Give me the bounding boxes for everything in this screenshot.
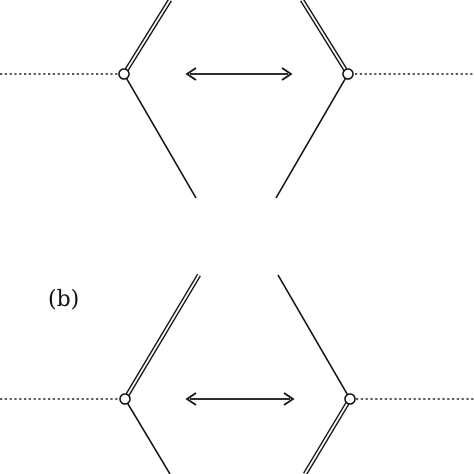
upper-right-single-line — [275, 73, 349, 199]
lower-right-double-line — [303, 397, 352, 474]
upper-double-arrow — [185, 67, 293, 81]
upper-left-double-line — [122, 0, 172, 76]
lower-right-node — [344, 393, 356, 405]
upper-right-double-line — [300, 0, 350, 76]
lower-left-double-line — [123, 273, 201, 401]
upper-right-node — [342, 68, 354, 80]
upper-left-node — [118, 68, 130, 80]
lower-panel: (b) — [0, 273, 474, 474]
lower-right-single-line — [277, 274, 351, 400]
lower-double-arrow — [185, 392, 295, 406]
upper-panel — [0, 0, 474, 199]
lower-left-single-line — [124, 398, 171, 474]
upper-left-single-line — [123, 73, 197, 199]
panel-label-b: (b) — [48, 287, 79, 312]
lower-left-node — [119, 393, 131, 405]
